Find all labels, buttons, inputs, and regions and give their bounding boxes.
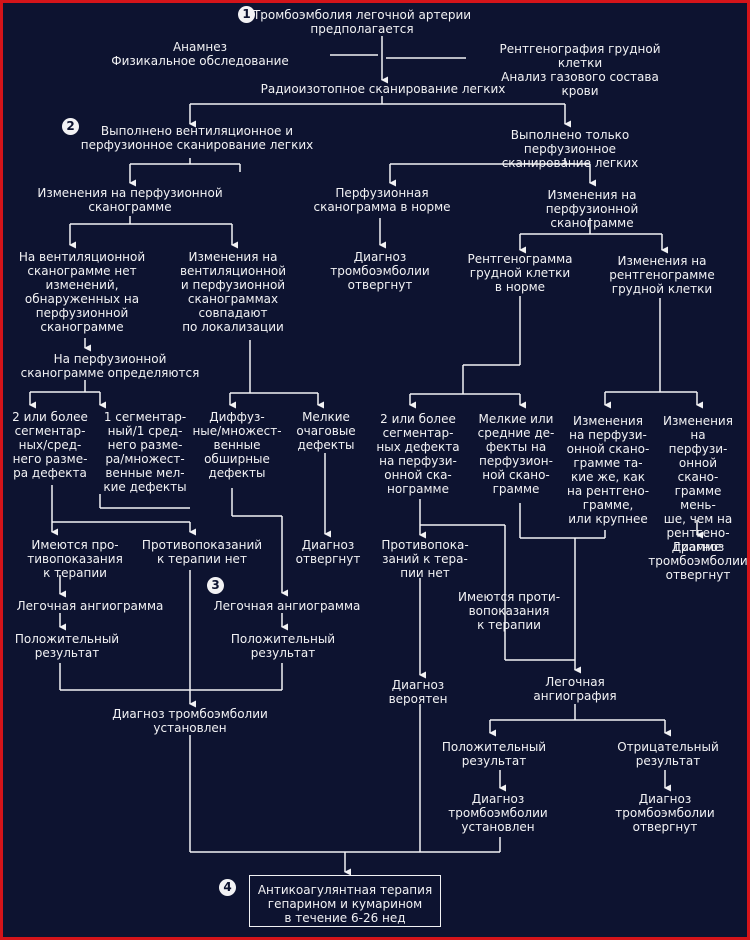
- node-positive-2: Положительный результат: [230, 632, 336, 660]
- node-angiography: Легочная ангиография: [533, 675, 617, 703]
- node-negative: Отрицательный результат: [617, 740, 719, 768]
- node-positive-1: Положительный результат: [14, 632, 120, 660]
- node-contra-no-right: Противопока- заний к тера- пии нет: [381, 538, 469, 580]
- node-contra-yes-right: Имеются проти- вопоказания к терапии: [457, 590, 561, 632]
- node-angiogram-2: Легочная ангиограмма: [213, 599, 361, 613]
- step-badge-2: 2: [62, 118, 79, 135]
- node-dx-rejected-3: Диагноз тромбоэмболии отвергнут: [648, 540, 748, 582]
- node-xray-gas: Рентгенография грудной клетки Анализ газ…: [499, 42, 661, 98]
- node-dx-rejected-4: Диагноз тромбоэмболии отвергнут: [615, 792, 715, 834]
- node-diffuse: Диффуз- ные/множест- венные обширные деф…: [192, 410, 282, 480]
- node-vq-match: Изменения на вентиляционной и перфузионн…: [179, 250, 287, 334]
- node-angiogram-1: Легочная ангиограмма: [16, 599, 164, 613]
- node-perf-defined: На перфузионной сканограмме определяются: [20, 352, 200, 380]
- node-perf-smaller: Изменения на перфузи- онной скано- грамм…: [663, 414, 733, 554]
- step-badge-4: 4: [219, 879, 236, 896]
- step-badge-3: 3: [207, 577, 224, 594]
- node-contra-no-left: Противопоказаний к терапии нет: [141, 538, 263, 566]
- node-xray-changes: Изменения на рентгенограмме грудной клет…: [609, 254, 715, 296]
- node-contra-yes-left: Имеются про- тивопоказания к терапии: [27, 538, 123, 580]
- node-scan: Радиоизотопное сканирование легких: [260, 82, 506, 96]
- node-vq-done: Выполнено вентиляционное и перфузионное …: [80, 124, 314, 152]
- node-dx-established-2: Диагноз тромбоэмболии установлен: [448, 792, 548, 834]
- node-perf-same-or-larger: Изменения на перфузи- онной скано- грамм…: [566, 414, 650, 526]
- node-dx-established-1: Диагноз тромбоэмболии установлен: [112, 707, 268, 735]
- node-vent-no-changes: На вентиляционной сканограмме нет измене…: [18, 250, 146, 334]
- node-perf-only: Выполнено только перфузионное сканирован…: [501, 128, 639, 170]
- node-xray-normal: Рентгенограмма грудной клетки в норме: [467, 252, 573, 294]
- node-small-medium: Мелкие или средние де- фекты на перфузио…: [477, 412, 555, 496]
- node-positive-3: Положительный результат: [441, 740, 547, 768]
- node-history: Анамнез Физикальное обследование: [111, 40, 289, 68]
- step-badge-1: 1: [238, 6, 255, 23]
- node-dx-rejected-2: Диагноз отвергнут: [295, 538, 361, 566]
- node-perf-changes-right: Изменения на перфузионной сканограмме: [545, 188, 639, 230]
- node-perf-normal: Перфузионная сканограмма в норме: [313, 186, 451, 214]
- node-dx-probable: Диагноз вероятен: [388, 678, 448, 706]
- node-dx-rejected-1: Диагноз тромбоэмболии отвергнут: [330, 250, 430, 292]
- node-one-segmental: 1 сегментар- ный/1 сред- него разме- ра/…: [103, 410, 187, 494]
- node-start: Тромбоэмболия легочной артерии предполаг…: [252, 8, 472, 36]
- node-two-segmental-left: 2 или более сегментар- ных/сред- него ра…: [12, 410, 88, 480]
- node-small-focal: Мелкие очаговые дефекты: [296, 410, 356, 452]
- node-two-segmental-right: 2 или более сегментар- ных дефекта на пе…: [376, 412, 460, 496]
- node-anticoag: Антикоагулянтная терапия гепарином и кум…: [257, 883, 433, 925]
- anticoag-box: Антикоагулянтная терапия гепарином и кум…: [249, 875, 441, 927]
- node-perf-changes-left: Изменения на перфузионной сканограмме: [37, 186, 223, 214]
